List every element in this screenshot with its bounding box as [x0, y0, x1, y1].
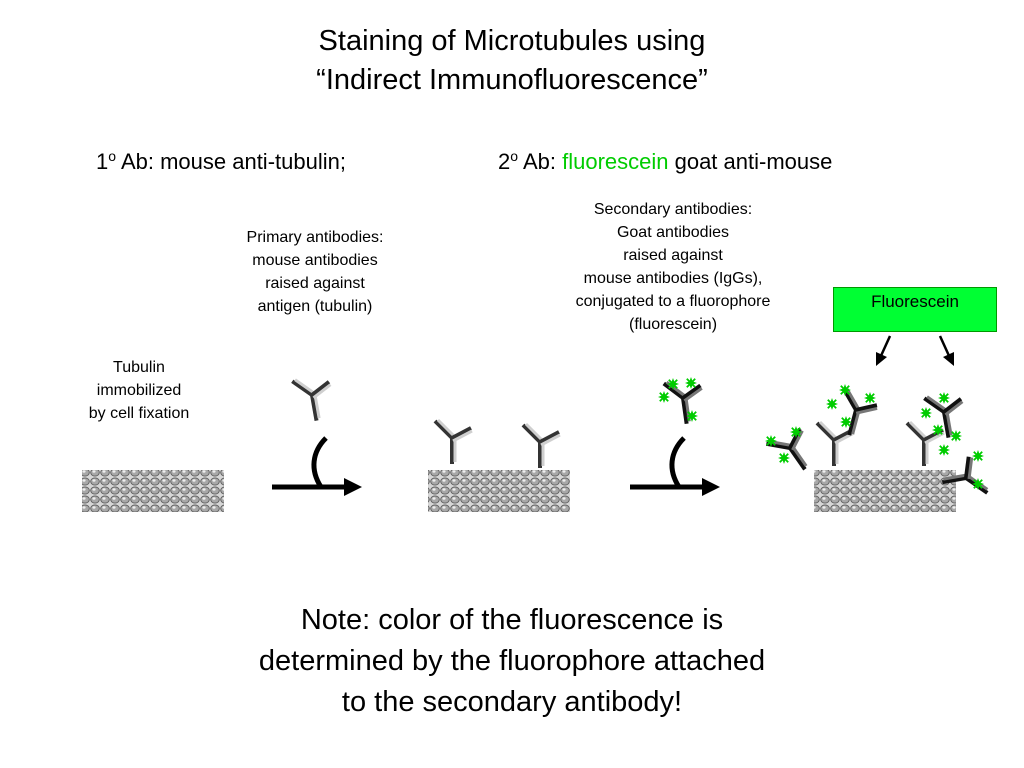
pointer-arrow-icon — [876, 335, 892, 366]
fluorophore-star-icon — [919, 406, 933, 420]
secondary-label-line: Goat antibodies — [616, 224, 730, 241]
microtubule-icon — [82, 470, 224, 512]
fluorophore-star-icon — [825, 397, 839, 411]
fluorophore-star-icon — [657, 390, 671, 404]
microtubule-icon — [428, 470, 570, 512]
primary-degree: o — [108, 148, 117, 164]
reaction-arrow-icon — [272, 436, 362, 496]
note-line: determined by the fluorophore attached — [258, 645, 766, 677]
secondary-degree: o — [510, 148, 519, 164]
fluorophore-star-icon — [863, 391, 877, 405]
tubulin-label-line: immobilized — [96, 382, 182, 399]
pointer-arrow-icon — [938, 335, 954, 366]
title-line-1: Staining of Microtubules using — [318, 25, 706, 57]
microtubule-icon — [814, 470, 956, 512]
fluorophore-star-icon — [937, 391, 951, 405]
page-title: Staining of Microtubules using “Indirect… — [0, 22, 1024, 100]
secondary-number: 2 — [498, 149, 511, 174]
fluorophore-star-icon — [777, 451, 791, 465]
secondary-label-line: (fluorescein) — [628, 316, 718, 333]
primary-label-line: mouse antibodies — [252, 252, 378, 269]
antibody-icon — [433, 418, 474, 466]
note-text: Note: color of the fluorescence is deter… — [0, 600, 1024, 723]
secondary-heading-prefix: Ab: — [518, 149, 563, 174]
primary-number: 1 — [96, 149, 109, 174]
note-line: Note: color of the fluorescence is — [300, 604, 724, 636]
secondary-heading-suffix: goat anti-mouse — [668, 149, 833, 174]
secondary-label-line: raised against — [623, 247, 723, 264]
antibody-icon — [815, 420, 856, 468]
note-line: to the secondary antibody! — [341, 686, 683, 718]
secondary-label-line: Secondary antibodies: — [593, 201, 753, 218]
fluorescein-box: Fluorescein — [833, 287, 997, 332]
fluorophore-star-icon — [937, 443, 951, 457]
secondary-label-line: conjugated to a fluorophore — [575, 293, 771, 310]
reaction-arrow-icon — [630, 436, 720, 496]
secondary-heading-fluorescein: fluorescein — [562, 149, 669, 174]
tubulin-label-line: by cell fixation — [88, 405, 190, 422]
antibody-icon — [290, 371, 339, 426]
primary-label-line: Primary antibodies: — [246, 229, 384, 246]
tubulin-label: Tubulin immobilized by cell fixation — [68, 356, 210, 425]
primary-label-line: raised against — [265, 275, 365, 292]
secondary-label-line: mouse antibodies (IgGs), — [583, 270, 763, 287]
primary-antibodies-label: Primary antibodies: mouse antibodies rai… — [210, 226, 420, 318]
primary-antibody-heading: 1o Ab: mouse anti-tubulin; — [96, 148, 346, 175]
primary-heading-text: Ab: mouse anti-tubulin; — [116, 149, 346, 174]
primary-label-line: antigen (tubulin) — [257, 298, 373, 315]
secondary-antibodies-label: Secondary antibodies: Goat antibodies ra… — [540, 198, 806, 336]
secondary-antibody-heading: 2o Ab: fluorescein goat anti-mouse — [498, 148, 832, 175]
title-line-2: “Indirect Immunofluorescence” — [316, 64, 708, 96]
tubulin-label-line: Tubulin — [113, 359, 165, 376]
antibody-icon — [521, 422, 562, 470]
fluorophore-star-icon — [971, 449, 985, 463]
